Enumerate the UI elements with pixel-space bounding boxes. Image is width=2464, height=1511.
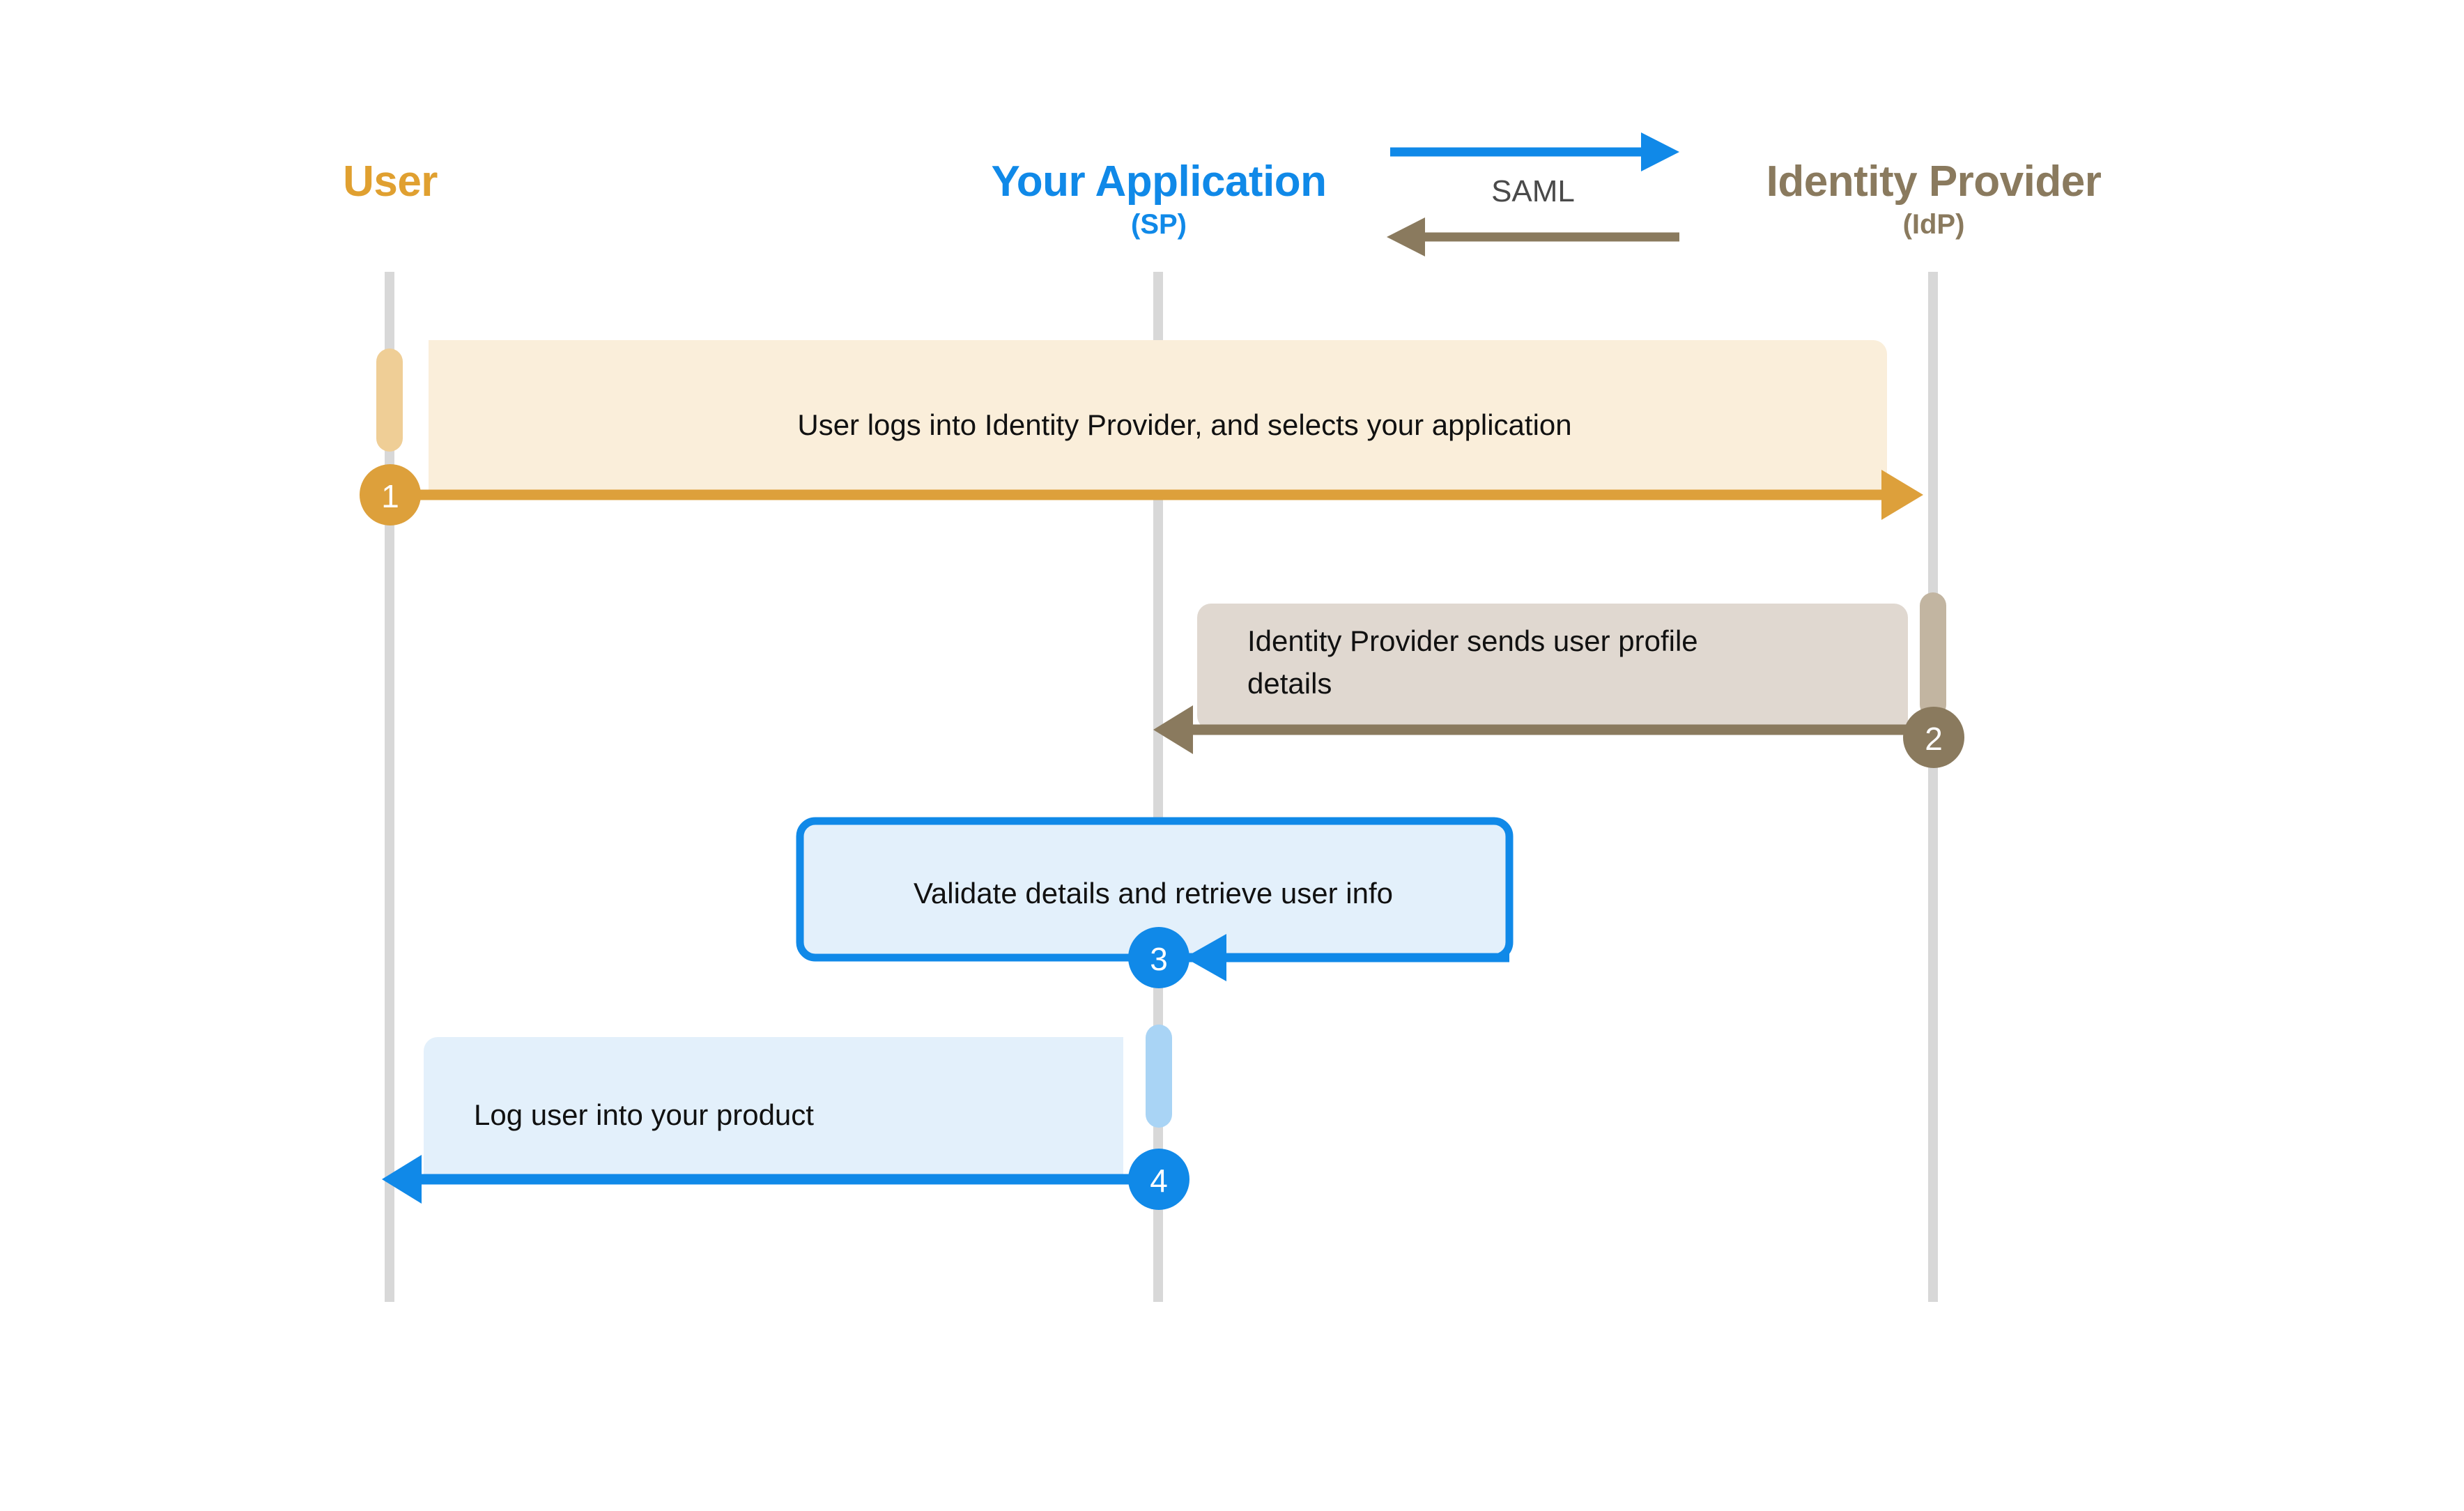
participant-user: User [343, 159, 438, 204]
participant-idp-title: Identity Provider [1766, 158, 2102, 206]
step-1-band [429, 340, 1887, 495]
step-3-message: Validate details and retrieve user info [914, 877, 1393, 910]
step-4-message: Log user into your product [474, 1098, 814, 1131]
step-1-arrowhead [1881, 470, 1923, 520]
lifeline-user [385, 272, 394, 1302]
step-2-message: Identity Provider sends user profile det… [1247, 624, 1698, 700]
participant-idp: Identity Provider (IdP) [1766, 159, 2102, 242]
step-4-arrowhead [382, 1155, 422, 1204]
saml-legend-arrows [1387, 132, 1679, 256]
step-4-marker [1128, 1149, 1189, 1210]
step-2-marker [1903, 707, 1964, 768]
step-1-message: User logs into Identity Provider, and se… [797, 408, 1572, 441]
step-1-activation [376, 348, 403, 452]
lifeline-idp [1928, 272, 1938, 1302]
saml-legend-label: SAML [1491, 174, 1575, 208]
step-2-band [1197, 604, 1908, 730]
participant-idp-subtitle: (IdP) [1902, 209, 1965, 240]
step-1-group [360, 340, 1923, 526]
step-4-activation [1146, 1025, 1172, 1128]
step-4-group [382, 1025, 1189, 1210]
step-2-activation [1920, 592, 1946, 718]
step-3-group [796, 817, 1514, 988]
step-2-group [1153, 592, 1964, 768]
participant-app-title: Your Application [991, 158, 1327, 206]
step-4-band [424, 1037, 1123, 1179]
participant-user-title: User [343, 158, 438, 206]
step-1-marker [360, 464, 421, 526]
step-3-arrowhead [1185, 934, 1226, 981]
saml-arrow-right-head [1641, 132, 1679, 171]
saml-arrow-left-head [1387, 217, 1425, 256]
participant-app: Your Application (SP) [991, 158, 1327, 242]
step-3-marker [1128, 927, 1189, 988]
participant-app-subtitle: (SP) [1130, 209, 1187, 240]
step-2-arrowhead [1153, 705, 1193, 754]
